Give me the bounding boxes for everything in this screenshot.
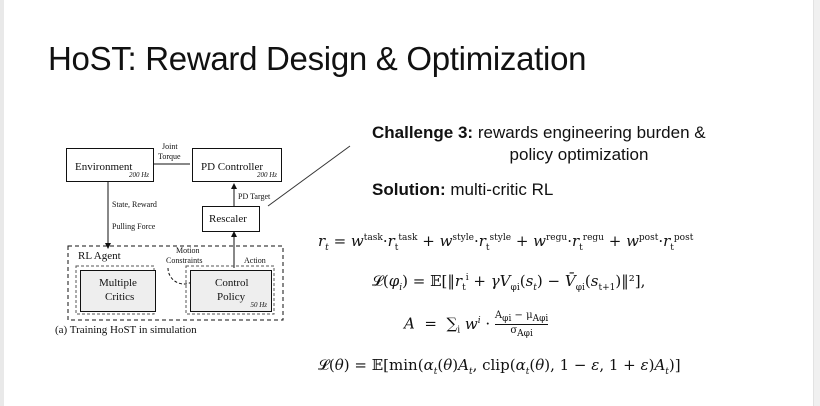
joint-torque-label-2: Torque [158, 152, 181, 161]
challenge-text-2: policy optimization [509, 145, 649, 164]
right-scrollbar[interactable] [813, 0, 820, 406]
rl-agent-label: RL Agent [78, 250, 121, 262]
policy-rate: 50 Hz [250, 301, 267, 309]
rescaler-label: Rescaler [209, 213, 247, 225]
solution-label: Solution: [372, 180, 446, 199]
policy-label-2: Policy [217, 291, 246, 303]
pd-controller-box: PD Controller 200 Hz [192, 148, 282, 182]
state-reward-label: State, Reward [112, 200, 157, 209]
environment-rate: 200 Hz [128, 171, 149, 179]
policy-label-1: Control [215, 277, 249, 289]
slide-title: HoST: Reward Design & Optimization [48, 40, 587, 77]
diagram-caption: (a) Training HoST in simulation [55, 324, 197, 336]
challenge-text-1: rewards engineering burden & [477, 123, 706, 142]
challenge-text: Challenge 3: rewards engineering burden … [372, 122, 772, 166]
pulling-force-label: Pulling Force [112, 222, 156, 231]
critics-label-2: Critics [105, 291, 135, 303]
motion-label-1: Motion [176, 246, 200, 255]
rescaler-box: Rescaler [202, 206, 260, 232]
environment-label: Environment [75, 161, 133, 173]
solution-text: Solution: multi-critic RL [372, 180, 553, 200]
pd-target-label: PD Target [238, 192, 271, 201]
equation-critic-loss: 𝓛(φi) = 𝔼[‖rti + γVφi(st) − V̄φi(st+1)‖²… [372, 272, 646, 293]
left-edge [0, 0, 4, 406]
equation-reward: rt = wtask·rttask + wstyle·rtstyle + wre… [318, 232, 694, 253]
environment-box: Environment 200 Hz [66, 148, 154, 182]
action-label: Action [244, 256, 266, 265]
pd-controller-label: PD Controller [201, 161, 264, 173]
critics-box: Multiple Critics [80, 270, 156, 312]
solution-value: multi-critic RL [450, 180, 554, 199]
critics-label-1: Multiple [99, 277, 137, 289]
joint-torque-label-1: Joint [162, 142, 178, 151]
policy-box: Control Policy 50 Hz [190, 270, 272, 312]
equation-policy-loss: 𝓛(θ) = 𝔼[min(αt(θ)At, clip(αt(θ), 1 − ε,… [318, 356, 681, 377]
training-diagram: Environment 200 Hz Joint Torque PD Contr… [60, 140, 300, 340]
pd-controller-rate: 200 Hz [256, 171, 277, 179]
motion-label-2: Constraints [166, 256, 203, 265]
challenge-label: Challenge 3: [372, 123, 474, 142]
